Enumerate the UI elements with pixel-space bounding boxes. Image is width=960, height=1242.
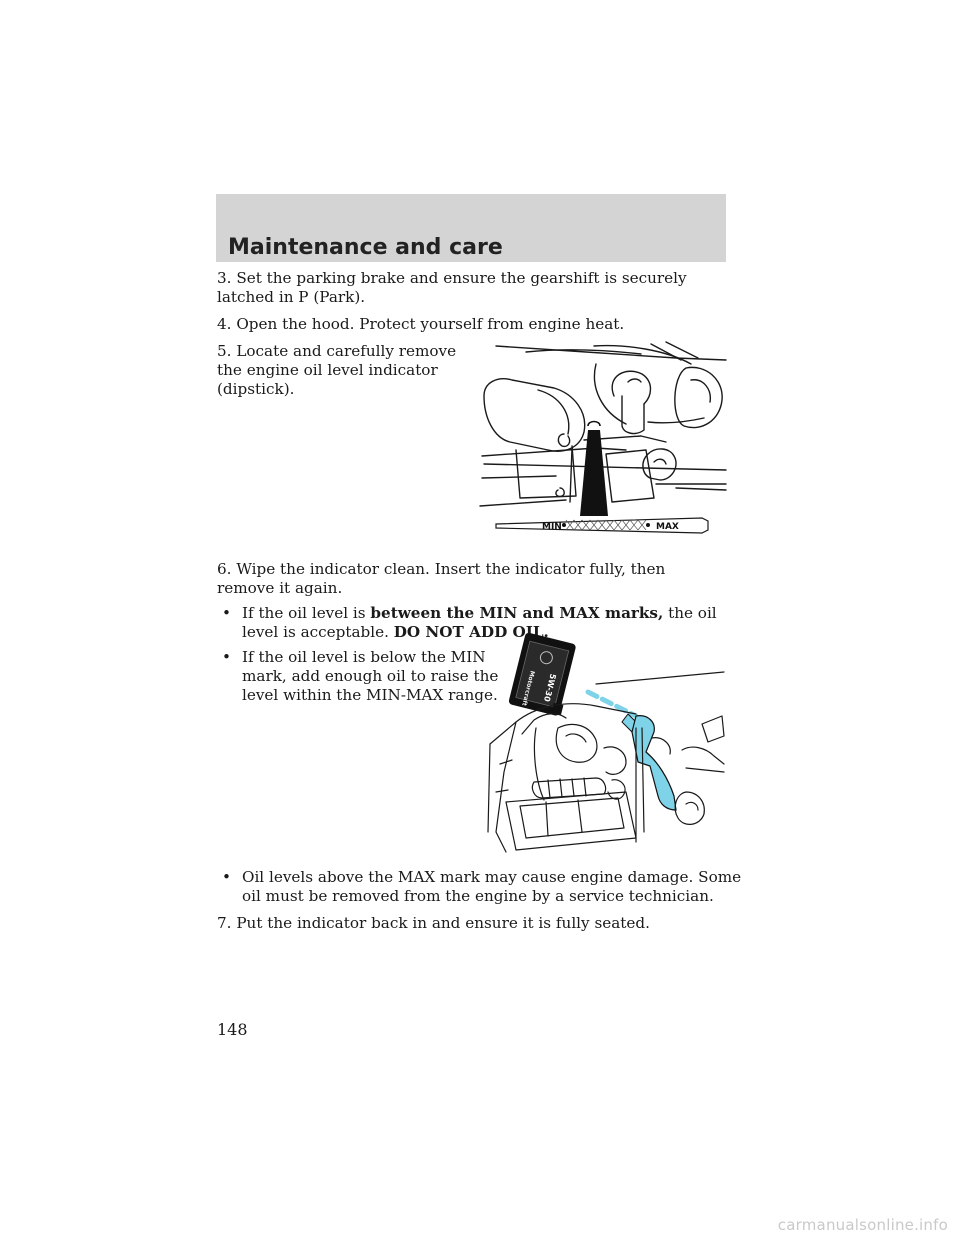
bullet-1-pre-text: If the oil level is [242,604,371,622]
bullet-1-mid-text: the oil level is acceptable. [242,604,717,641]
step-7-text: 7. Put the indicator back in and ensure … [217,914,650,932]
watermark: carmanualsonline.info [777,1216,948,1234]
bullet-dot: • [222,604,231,622]
section-title: Maintenance and care [228,235,503,260]
page-number: 148 [217,1020,248,1039]
step-6-text: 6. Wipe the indicator clean. Insert the … [217,560,666,597]
max-mark-label: MAX [656,522,679,532]
bullet-3-text: Oil levels above the MAX mark may cause … [242,868,742,905]
bullet-dot: • [222,868,231,886]
dipstick-illustration: MIN MAX [479,341,727,534]
section-header-band: Maintenance and care [216,194,726,262]
oil-fill-illustration: Motorcraft 5W-30 [487,632,725,853]
bullet-2-text: If the oil level is below the MIN mark, … [242,648,499,704]
bullet-dot: • [222,648,231,666]
bullet-1-bold-text: between the MIN and MAX marks, [370,604,664,622]
step-3-text: 3. Set the parking brake and ensure the … [217,269,687,306]
step-4-text: 4. Open the hood. Protect yourself from … [217,315,625,333]
bullet-1-warning-text: DO NOT ADD OIL. [393,623,549,641]
step-5-text: 5. Locate and carefully remove the engin… [217,342,457,398]
min-mark-label: MIN [542,522,562,532]
